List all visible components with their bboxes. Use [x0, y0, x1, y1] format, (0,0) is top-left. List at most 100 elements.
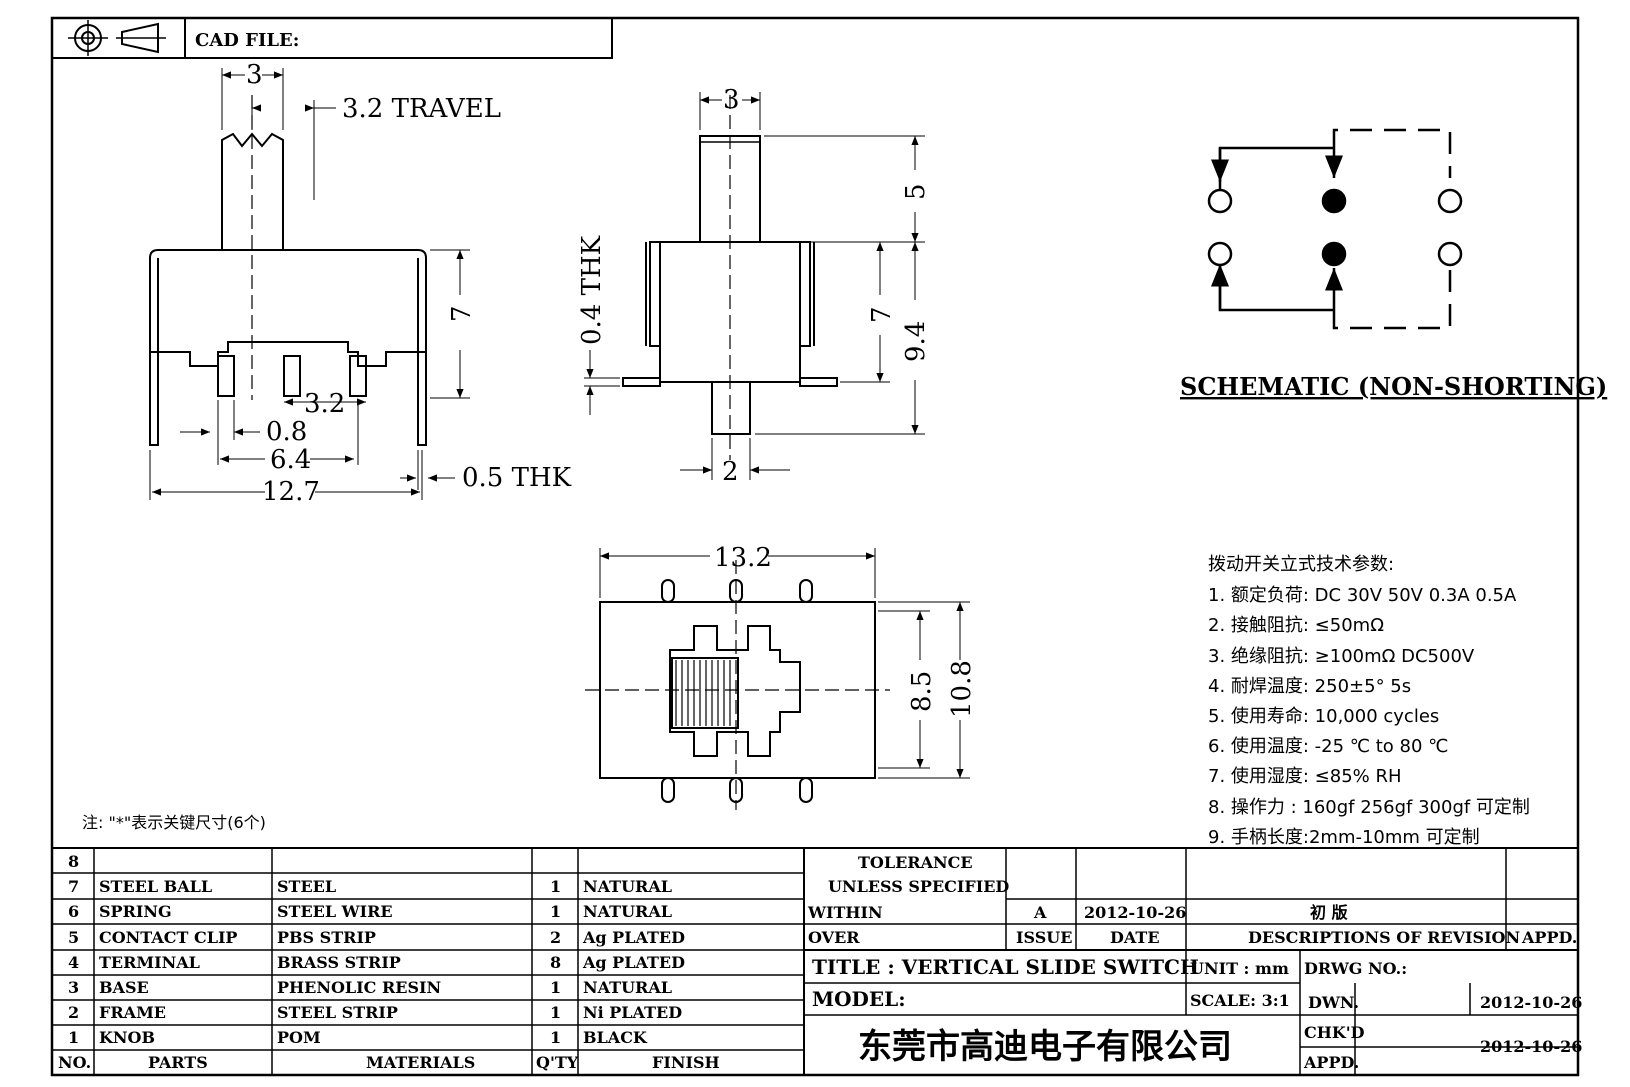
table-row: 7 STEEL BALL STEEL 1 NATURAL: [68, 877, 672, 896]
bom-material: STEEL: [277, 877, 336, 896]
schematic-diagram: [1207, 128, 1463, 330]
table-header-row: NO. PARTS MATERIALS Q'TY FINISH: [58, 1053, 720, 1072]
date-label: DATE: [1110, 928, 1160, 947]
dim-bottom-width-13: 13.2: [714, 543, 772, 573]
title-block: [803, 847, 1579, 1076]
drawing-title: TITLE : VERTICAL SLIDE SWITCH: [812, 955, 1199, 979]
table-row: 5 CONTACT CLIP PBS STRIP 2 Ag PLATED: [68, 928, 685, 947]
dim-knob-height: 5: [901, 183, 931, 200]
spec-item: 7. 使用湿度: ≤85% RH: [1208, 766, 1402, 787]
bom-finish: Ag PLATED: [582, 928, 685, 947]
projection-symbol-icon: [68, 20, 166, 56]
bom-part: BASE: [99, 978, 149, 997]
scale-label: SCALE: 3:1: [1190, 991, 1290, 1010]
dim-outer-height: 10.8: [947, 660, 977, 718]
front-view-labels: 3 5 7 9.4 0.4 THK 2: [577, 85, 931, 487]
bom-qty: 1: [550, 902, 561, 921]
bom-table: [51, 847, 805, 1076]
revision-description: 初 版: [1310, 903, 1348, 922]
dim-frame-thk: 0.4 THK: [577, 235, 607, 345]
unless-specified-label: UNLESS SPECIFIED: [828, 877, 1009, 896]
dim-inner-height: 8.5: [907, 671, 937, 712]
bom-part: KNOB: [99, 1028, 155, 1047]
bom-material: BRASS STRIP: [277, 953, 401, 972]
bottom-view-labels: 13.2 8.5 10.8: [714, 543, 977, 718]
bom-part: FRAME: [99, 1003, 166, 1022]
bom-material: PHENOLIC RESIN: [277, 978, 441, 997]
table-row: 1 KNOB POM 1 BLACK: [68, 1028, 648, 1047]
company-name: 东莞市高迪电子有限公司: [858, 1027, 1232, 1067]
date-value: 2012-10-26: [1084, 903, 1186, 922]
bom-qty: 1: [550, 1028, 561, 1047]
spec-list: 拨动开关立式技术参数: 1. 额定负荷: DC 30V 50V 0.3A 0.5…: [1208, 554, 1530, 848]
bom-qty: 1: [550, 978, 561, 997]
bom-header-qty: Q'TY: [536, 1053, 579, 1072]
side-view: [149, 68, 470, 500]
spec-item: 8. 操作力 : 160gf 256gf 300gf 可定制: [1208, 797, 1530, 818]
front-view: [584, 92, 925, 480]
bom-header-no: NO.: [58, 1053, 91, 1072]
dim-pin-width: 0.8: [266, 417, 307, 447]
title-block-text: TOLERANCE UNLESS SPECIFIED WITHIN OVER A…: [807, 853, 1582, 1072]
bom-no: 8: [68, 852, 79, 871]
description-label: DESCRIPTIONS OF REVISION: [1248, 928, 1520, 947]
dim-overall-width: 12.7: [262, 477, 320, 507]
bom-finish: Ag PLATED: [582, 953, 685, 972]
bom-part: CONTACT CLIP: [99, 928, 237, 947]
dim-front-top-width: 3: [723, 85, 740, 115]
model-label: MODEL:: [812, 987, 906, 1011]
bom-no: 2: [68, 1003, 79, 1022]
bom-part: SPRING: [99, 902, 172, 921]
spec-item: 5. 使用寿命: 10,000 cycles: [1208, 706, 1439, 727]
dim-side-top-width: 3: [246, 60, 263, 90]
dim-pin-pitch: 3.2: [304, 389, 345, 419]
dim-overall-height: 9.4: [901, 321, 931, 362]
issue-value: A: [1033, 903, 1047, 922]
bom-header-finish: FINISH: [652, 1053, 720, 1072]
dim-pin-span: 6.4: [270, 445, 311, 475]
bottom-view: [585, 548, 970, 810]
unit-label: UNIT : mm: [1190, 959, 1289, 978]
bom-material: POM: [277, 1028, 321, 1047]
table-row: 3 BASE PHENOLIC RESIN 1 NATURAL: [68, 978, 672, 997]
bom-no: 1: [68, 1028, 79, 1047]
bom-qty: 1: [550, 877, 561, 896]
table-row: 4 TERMINAL BRASS STRIP 8 Ag PLATED: [68, 953, 685, 972]
bom-no: 3: [68, 978, 79, 997]
bom-finish: BLACK: [583, 1028, 648, 1047]
spec-item: 4. 耐焊温度: 250±5° 5s: [1208, 676, 1411, 697]
bom-material: STEEL STRIP: [277, 1003, 398, 1022]
bom-part: TERMINAL: [99, 953, 200, 972]
chkd-label: CHK'D: [1304, 1023, 1365, 1042]
dwn-label: DWN.: [1308, 993, 1359, 1012]
bom-header-parts: PARTS: [148, 1053, 208, 1072]
spec-item: 2. 接触阻抗: ≤50mΩ: [1208, 615, 1384, 636]
bom-no: 4: [68, 953, 79, 972]
bom-no: 7: [68, 877, 79, 896]
bom-header-materials: MATERIALS: [366, 1053, 475, 1072]
dim-side-height: 7: [447, 305, 477, 322]
spec-heading: 拨动开关立式技术参数:: [1208, 554, 1394, 575]
issue-label: ISSUE: [1016, 928, 1072, 947]
bom-qty: 8: [550, 953, 561, 972]
bom-finish: NATURAL: [583, 978, 672, 997]
table-row: 8: [68, 852, 79, 871]
spec-item: 1. 额定负荷: DC 30V 50V 0.3A 0.5A: [1208, 585, 1517, 606]
spec-item: 9. 手柄长度:2mm-10mm 可定制: [1208, 827, 1480, 848]
bom-finish: Ni PLATED: [583, 1003, 682, 1022]
appd-label: APPD.: [1521, 928, 1577, 947]
chkd-date: 2012-10-26: [1480, 1037, 1582, 1056]
drwg-no-label: DRWG NO.:: [1304, 959, 1407, 978]
dwn-date: 2012-10-26: [1480, 993, 1582, 1012]
table-row: 2 FRAME STEEL STRIP 1 Ni PLATED: [68, 1003, 682, 1022]
bom-no: 6: [68, 902, 79, 921]
bom-finish: NATURAL: [583, 877, 672, 896]
key-dimension-note: 注: "*"表示关键尺寸(6个): [82, 813, 266, 832]
side-view-labels: 3 3.2 TRAVEL 7 3.2 0.8 6.4 12.7 0.5 THK: [246, 60, 572, 507]
dim-bottom-width: 2: [722, 457, 739, 487]
table-row: 6 SPRING STEEL WIRE 1 NATURAL: [68, 902, 672, 921]
cad-file-label: CAD FILE:: [195, 30, 299, 51]
bom-material: PBS STRIP: [277, 928, 376, 947]
header-box: CAD FILE:: [51, 17, 613, 59]
